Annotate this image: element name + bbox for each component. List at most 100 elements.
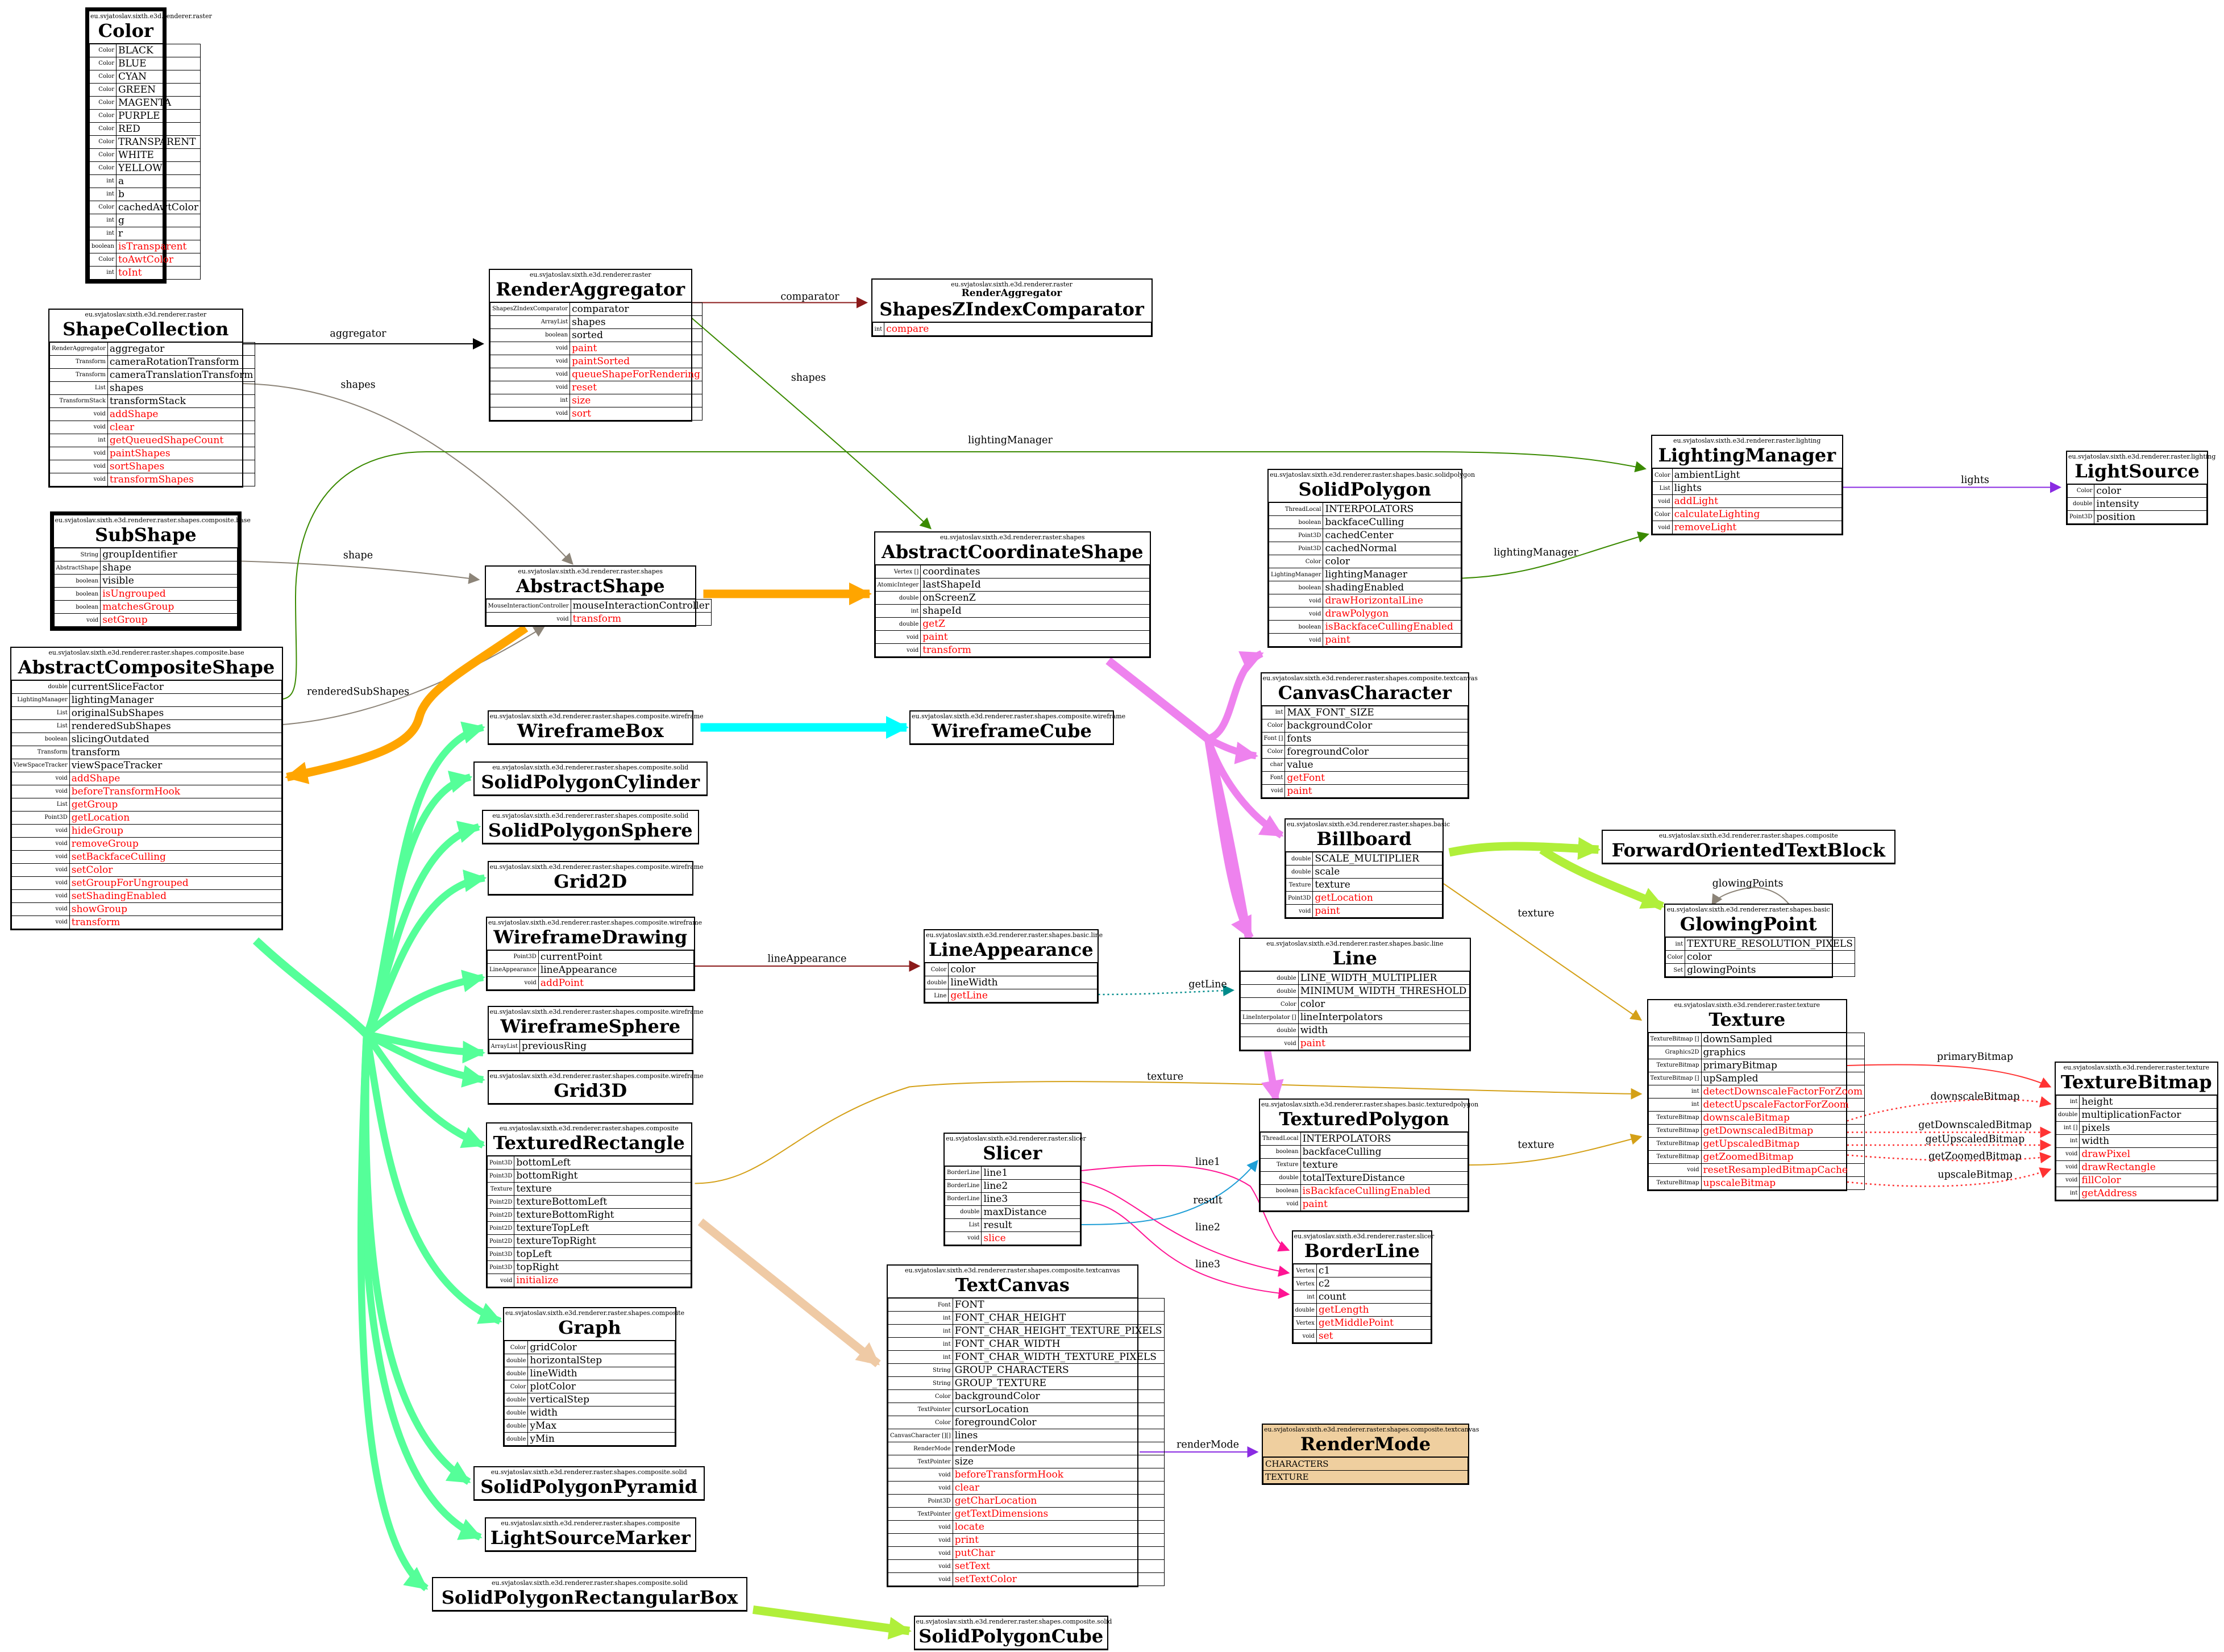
method-name: removeGroup xyxy=(69,837,282,851)
member-type: void xyxy=(888,1559,953,1573)
member-type: Point3D xyxy=(487,1247,515,1261)
field-name: yMin xyxy=(527,1432,675,1446)
method-name: isBackfaceCullingEnabled xyxy=(1300,1184,1469,1198)
package-name: eu.svjatoslav.sixth.e3d.renderer.raster.… xyxy=(940,534,1085,541)
class-name: ForwardOrientedTextBlock xyxy=(1611,839,1885,861)
member-type: Color xyxy=(1652,507,1673,521)
package-name: eu.svjatoslav.sixth.e3d.renderer.raster.… xyxy=(489,1072,704,1080)
field-name: r xyxy=(115,226,201,240)
member-type: boolean xyxy=(53,574,101,588)
member-type: String xyxy=(888,1376,953,1390)
package-name: eu.svjatoslav.sixth.e3d.renderer.raster xyxy=(529,271,651,278)
field-name: viewSpaceTracker xyxy=(69,758,282,772)
member-type: TextureBitmap xyxy=(1648,1150,1702,1164)
method-name: transform xyxy=(920,643,1150,657)
edge-label: getLine xyxy=(1188,979,1227,991)
field-name: textureTopLeft xyxy=(514,1221,691,1235)
method-name: transform xyxy=(570,612,712,626)
member-type: Font xyxy=(888,1298,953,1312)
method-name: fillColor xyxy=(2079,1173,2217,1187)
class-name: BorderLine xyxy=(1304,1240,1420,1262)
member-type: void xyxy=(1268,633,1324,647)
field-name: line3 xyxy=(981,1192,1080,1206)
class-header: eu.svjatoslav.sixth.e3d.renderer.raster.… xyxy=(914,1617,1112,1649)
member-type: boolean xyxy=(53,600,101,614)
class-header: eu.svjatoslav.sixth.e3d.renderer.raster.… xyxy=(1286,819,1450,852)
field-name: FONT xyxy=(952,1298,1165,1312)
class-name: LightingManager xyxy=(1658,444,1836,466)
member-type: Point2D xyxy=(487,1234,515,1248)
member-type: double xyxy=(1260,1171,1301,1185)
class-box-wireframe-sphere: eu.svjatoslav.sixth.e3d.renderer.raster.… xyxy=(487,1006,704,1054)
edge-label: result xyxy=(1193,1195,1223,1206)
member-type: Color xyxy=(89,161,117,175)
member-type: double xyxy=(1285,865,1313,879)
field-name: MAX_FONT_SIZE xyxy=(1284,705,1468,719)
class-box-billboard: eu.svjatoslav.sixth.e3d.renderer.raster.… xyxy=(1284,818,1450,919)
member-type: Color xyxy=(924,963,949,976)
field-name: topRight xyxy=(514,1260,691,1274)
member-type: TextureBitmap xyxy=(1648,1123,1702,1138)
method-name: clear xyxy=(952,1481,1165,1495)
edge-label: line1 xyxy=(1195,1156,1220,1168)
member-type: double xyxy=(2067,497,2095,511)
member-type: Point2D xyxy=(487,1208,515,1222)
member-type: void xyxy=(11,823,70,838)
member-type: Color xyxy=(504,1341,529,1354)
class-name: Graph xyxy=(558,1317,621,1338)
member-type: boolean xyxy=(1260,1184,1301,1198)
field-name: intensity xyxy=(2094,497,2207,511)
member-type: int xyxy=(49,433,108,447)
member-type: void xyxy=(944,1231,982,1245)
edge-label: getUpscaledBitmap xyxy=(1926,1134,2025,1145)
method-name: getMiddlePoint xyxy=(1316,1316,1432,1330)
field-name: a xyxy=(115,174,201,188)
field-name: shapeId xyxy=(920,604,1150,618)
class-header: eu.svjatoslav.sixth.e3d.renderer.raster.… xyxy=(485,567,695,599)
class-header: eu.svjatoslav.sixth.e3d.renderer.raster.… xyxy=(911,711,1125,744)
member-type: int xyxy=(888,1324,953,1338)
method-name: upscaleBitmap xyxy=(1701,1176,1865,1190)
member-type: double xyxy=(504,1406,529,1420)
class-box-light-source-marker: eu.svjatoslav.sixth.e3d.renderer.raster.… xyxy=(484,1517,696,1552)
field-name: comparator xyxy=(569,302,703,316)
member-type: void xyxy=(1268,607,1324,621)
field-name: aggregator xyxy=(107,342,256,356)
member-type: boolean xyxy=(89,239,117,253)
member-type: TextureBitmap [] xyxy=(1648,1071,1702,1085)
member-type: void xyxy=(1260,1197,1301,1211)
method-name: compare xyxy=(884,322,1152,336)
association-edge-lighting-manager xyxy=(1462,531,1649,579)
class-name: ShapeCollection xyxy=(63,318,229,340)
method-name: beforeTransformHook xyxy=(69,784,282,798)
member-type: int xyxy=(89,226,117,240)
method-name: matchesGroup xyxy=(100,600,238,614)
member-type: ThreadLocal xyxy=(1260,1131,1301,1146)
member-type: void xyxy=(11,915,70,929)
method-name: setText xyxy=(952,1559,1165,1573)
field-name: cachedNormal xyxy=(1323,542,1461,555)
class-box-solid-polygon: eu.svjatoslav.sixth.e3d.renderer.raster.… xyxy=(1267,469,1475,648)
